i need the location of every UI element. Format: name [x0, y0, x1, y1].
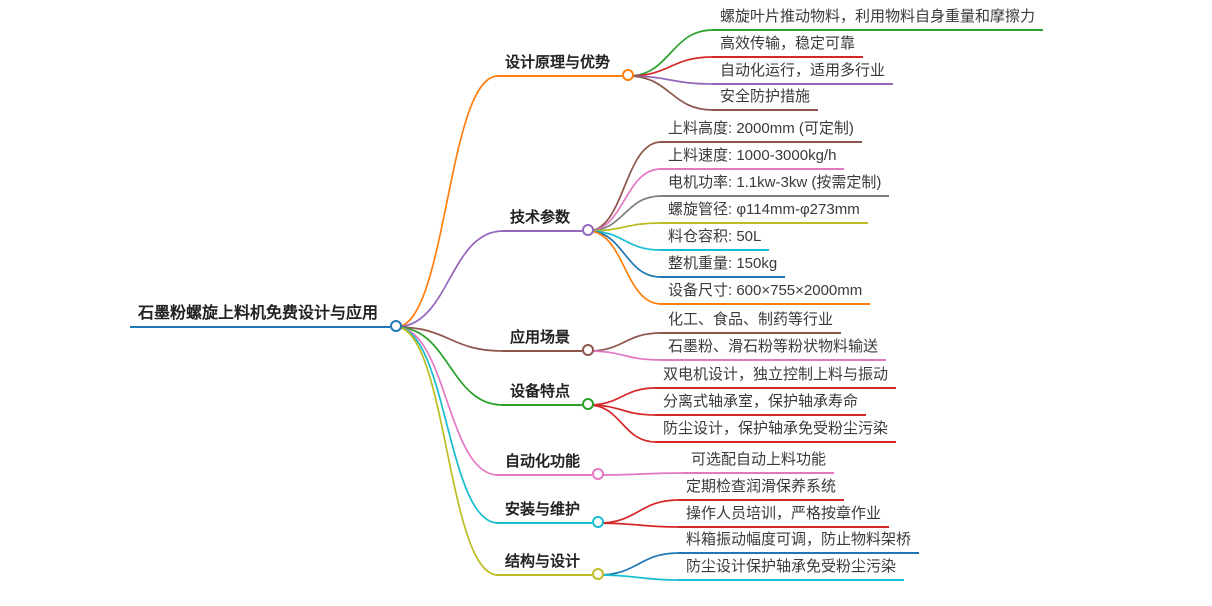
leaf-label: 电机功率: 1.1kw-3kw (按需定制): [668, 174, 882, 191]
leaf-label: 上料高度: 2000mm (可定制): [668, 120, 854, 137]
leaf-node[interactable]: 上料速度: 1000-3000kg/h: [660, 146, 845, 170]
leaf-label: 整机重量: 150kg: [668, 255, 778, 272]
collapse-circle-icon[interactable]: [592, 468, 605, 480]
leaf-node[interactable]: 料箱振动幅度可调，防止物料架桥: [678, 530, 920, 554]
branch-label: 技术参数: [510, 209, 571, 226]
leaf-label: 螺旋管径: φ114mm-φ273mm: [668, 201, 860, 218]
branch-label: 结构与设计: [505, 553, 581, 570]
leaf-label: 操作人员培训，严格按章作业: [686, 505, 882, 522]
leaf-node[interactable]: 料仓容积: 50L: [660, 227, 770, 251]
leaf-node[interactable]: 高效传输，稳定可靠: [712, 34, 864, 58]
leaf-label: 分离式轴承室，保护轴承寿命: [663, 393, 859, 410]
leaf-label: 石墨粉、滑石粉等粉状物料输送: [668, 338, 879, 355]
leaf-node[interactable]: 上料高度: 2000mm (可定制): [660, 119, 862, 143]
leaf-label: 防尘设计保护轴承免受粉尘污染: [686, 558, 897, 575]
leaf-node[interactable]: 螺旋管径: φ114mm-φ273mm: [660, 200, 868, 224]
branch-structure-design[interactable]: 结构与设计: [497, 552, 605, 580]
branch-technical-parameters[interactable]: 技术参数: [502, 208, 595, 236]
leaf-node[interactable]: 防尘设计保护轴承免受粉尘污染: [678, 557, 905, 581]
branch-label: 自动化功能: [505, 453, 581, 470]
branch-application-scenarios[interactable]: 应用场景: [502, 328, 595, 356]
leaf-label: 上料速度: 1000-3000kg/h: [668, 147, 837, 164]
collapse-circle-icon[interactable]: [582, 344, 595, 356]
branch-equipment-features[interactable]: 设备特点: [502, 382, 595, 410]
leaf-node[interactable]: 整机重量: 150kg: [660, 254, 786, 278]
leaf-label: 防尘设计，保护轴承免受粉尘污染: [663, 420, 889, 437]
leaf-node[interactable]: 可选配自动上料功能: [683, 450, 835, 474]
leaf-label: 设备尺寸: 600×755×2000mm: [668, 282, 863, 299]
leaf-label: 可选配自动上料功能: [691, 451, 827, 468]
branch-label: 设计原理与优势: [505, 54, 611, 71]
leaf-node[interactable]: 定期检查润滑保养系统: [678, 477, 845, 501]
leaf-label: 定期检查润滑保养系统: [686, 478, 837, 495]
branch-label: 安装与维护: [505, 501, 581, 518]
leaf-label: 料箱振动幅度可调，防止物料架桥: [686, 531, 912, 548]
leaf-node[interactable]: 设备尺寸: 600×755×2000mm: [660, 281, 871, 305]
branch-label: 设备特点: [510, 383, 571, 400]
leaf-node[interactable]: 安全防护措施: [712, 87, 819, 111]
leaf-label: 料仓容积: 50L: [668, 228, 762, 245]
leaf-node[interactable]: 防尘设计，保护轴承免受粉尘污染: [655, 419, 897, 443]
leaf-label: 安全防护措施: [720, 88, 811, 105]
collapse-circle-icon[interactable]: [622, 69, 635, 81]
leaf-node[interactable]: 石墨粉、滑石粉等粉状物料输送: [660, 337, 887, 361]
branch-label: 应用场景: [510, 329, 571, 346]
leaf-label: 自动化运行，适用多行业: [720, 62, 886, 79]
leaf-node[interactable]: 操作人员培训，严格按章作业: [678, 504, 890, 528]
root-label: 石墨粉螺旋上料机免费设计与应用: [138, 305, 379, 322]
branch-design-principle-advantages[interactable]: 设计原理与优势: [497, 53, 635, 81]
collapse-circle-icon[interactable]: [592, 568, 605, 580]
collapse-circle-icon[interactable]: [390, 320, 403, 332]
leaf-node[interactable]: 双电机设计，独立控制上料与振动: [655, 365, 897, 389]
branch-installation-maintenance[interactable]: 安装与维护: [497, 500, 605, 528]
collapse-circle-icon[interactable]: [582, 398, 595, 410]
root-node[interactable]: 石墨粉螺旋上料机免费设计与应用: [130, 304, 403, 332]
leaf-node[interactable]: 化工、食品、制药等行业: [660, 310, 842, 334]
leaf-label: 化工、食品、制药等行业: [668, 311, 834, 328]
leaf-label: 双电机设计，独立控制上料与振动: [663, 366, 889, 383]
leaf-label: 高效传输，稳定可靠: [720, 35, 856, 52]
collapse-circle-icon[interactable]: [582, 224, 595, 236]
collapse-circle-icon[interactable]: [592, 516, 605, 528]
leaf-node[interactable]: 电机功率: 1.1kw-3kw (按需定制): [660, 173, 890, 197]
leaf-node[interactable]: 分离式轴承室，保护轴承寿命: [655, 392, 867, 416]
leaf-node[interactable]: 自动化运行，适用多行业: [712, 61, 894, 85]
leaf-label: 螺旋叶片推动物料，利用物料自身重量和摩擦力: [720, 8, 1036, 25]
leaf-node[interactable]: 螺旋叶片推动物料，利用物料自身重量和摩擦力: [712, 7, 1044, 31]
branch-automation-functions[interactable]: 自动化功能: [497, 452, 605, 480]
